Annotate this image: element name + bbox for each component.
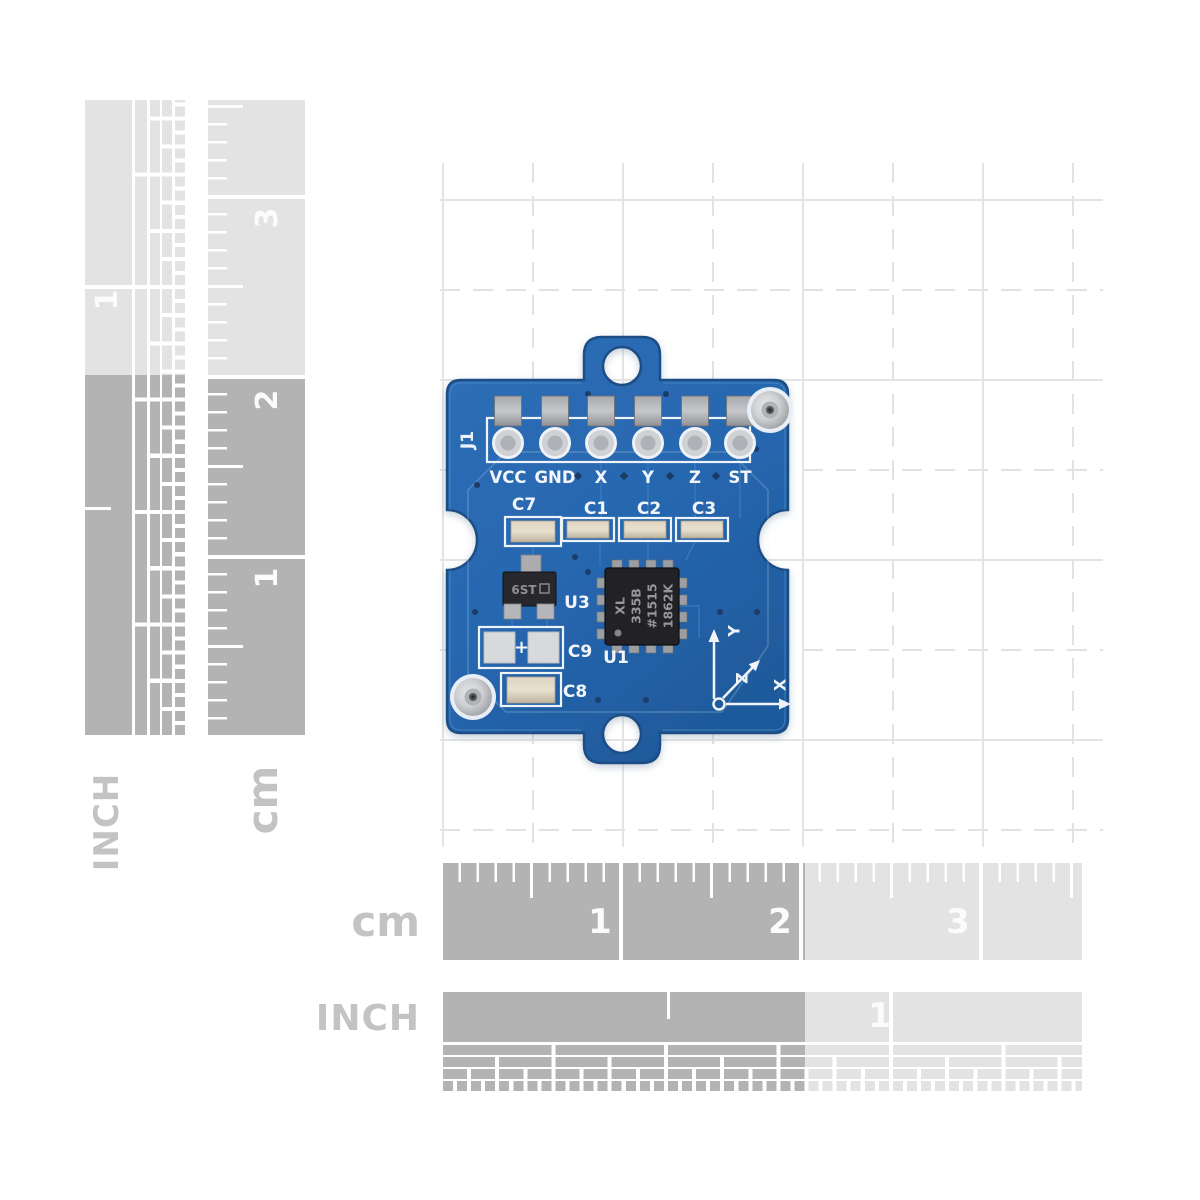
pcb-board-bevel: [449, 382, 786, 731]
bottom-cm-mm-ticks: [443, 863, 1082, 882]
ic-marking-line-4: 1862K: [660, 582, 675, 628]
c9-capacitor: +: [477, 625, 565, 670]
ic-marking-line-1: XL: [612, 597, 627, 615]
ref-c9: C9: [568, 642, 592, 662]
ic-marking-line-2: 335B: [628, 588, 643, 624]
bottom-inch-thirtyseconds-row: [443, 1081, 1082, 1091]
bottom-inch-ruler-bar: 1: [443, 992, 1082, 1042]
bottom-cm-mark-2: 2: [768, 902, 792, 942]
u1-accelerometer-ic: XL 335B #1515 1862K: [596, 559, 688, 654]
pcb-traces: [511, 458, 741, 638]
left-inch-half-tick: [85, 507, 111, 510]
bottom-inch-half-tick: [667, 992, 670, 1019]
rivet-bottom-left: [450, 674, 496, 720]
bottom-cm-ruler: 1 2 3: [443, 863, 1082, 960]
ref-u3: U3: [564, 593, 590, 613]
bottom-cm-unit-label: cm: [351, 897, 420, 946]
ref-c2: C2: [637, 499, 661, 519]
pin-label-separator-dots: [573, 471, 721, 481]
pin-label-st: ST: [728, 468, 752, 487]
ref-c7: C7: [512, 495, 536, 515]
silk-octagon: [467, 451, 769, 713]
left-inch-eighths-column: [150, 100, 160, 735]
ref-c8: C8: [563, 682, 587, 702]
ic-pin1-dot: [614, 629, 622, 637]
ref-c3: C3: [692, 499, 716, 519]
pin-labels: VCC GND X Y Z ST: [490, 468, 753, 487]
bottom-cm-mark-1: 1: [588, 902, 612, 942]
left-inch-ruler-bar: 1: [85, 100, 132, 735]
pin-label-vcc: VCC: [490, 468, 527, 487]
axis-label-z: Z: [733, 672, 752, 684]
axis-indicator: [712, 638, 783, 711]
left-cm-ruler: 3 2 1: [208, 100, 305, 735]
c9-polarity-mark: +: [514, 637, 529, 658]
left-inch-sixteenths-column: [162, 100, 172, 735]
pin-label-gnd: GND: [534, 468, 575, 487]
bottom-cm-mark-3: 3: [946, 902, 970, 942]
axis-label-y: Y: [725, 625, 744, 638]
ref-c1: C1: [584, 499, 608, 519]
rivet-top-right: [747, 387, 793, 433]
bottom-inch-quarters-row: [443, 1045, 1082, 1055]
ic-marking-line-3: #1515: [644, 583, 659, 628]
pin-label-x: X: [595, 468, 608, 487]
pin-label-z: Z: [689, 468, 701, 487]
ref-u1: U1: [603, 648, 629, 668]
left-inch-thirtyseconds-column: [175, 100, 185, 735]
left-inch-quarters-column: [135, 100, 147, 735]
bottom-inch-mark-1: 1: [868, 996, 892, 1036]
j1-label: J1: [458, 431, 478, 450]
capacitor-row: [503, 515, 730, 548]
axis-label-x: X: [771, 678, 790, 691]
bottom-inch-unit-label: INCH: [315, 998, 420, 1039]
u3-marking: 6ST: [511, 583, 537, 597]
axis-arrowheads: [708, 629, 791, 710]
bottom-inch-eighths-row: [443, 1057, 1082, 1067]
pin-label-y: Y: [641, 468, 655, 487]
bottom-inch-sixteenths-row: [443, 1069, 1082, 1079]
u3-transistor: 6ST: [502, 554, 557, 620]
left-cm-mm-ticks: [208, 100, 227, 735]
c8-capacitor: [499, 671, 563, 708]
